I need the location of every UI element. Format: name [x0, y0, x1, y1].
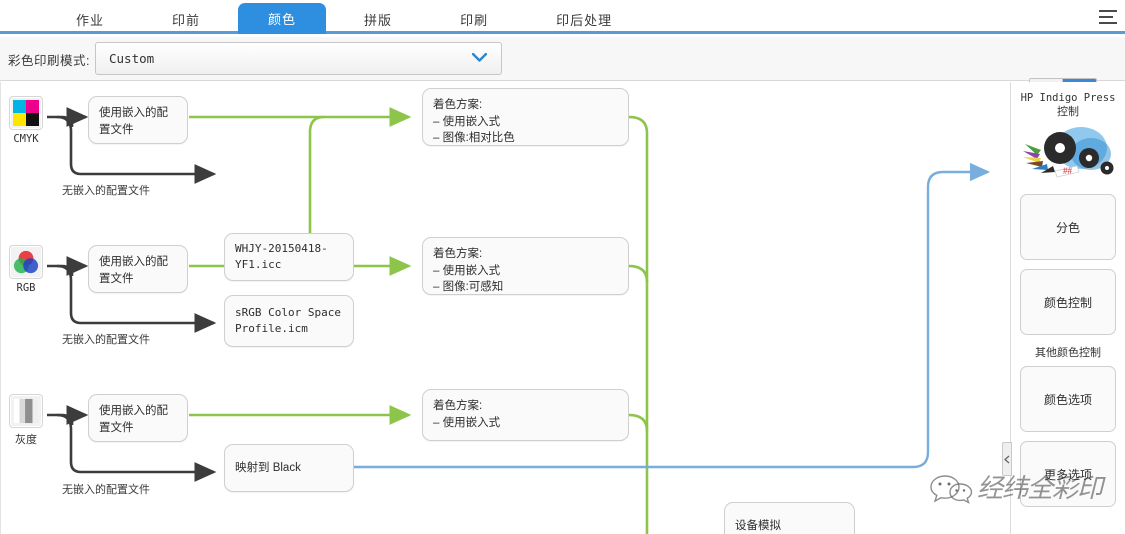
tab-print[interactable]: 印刷	[460, 12, 489, 28]
tab-prepress[interactable]: 印前	[172, 12, 201, 28]
sidebar-button-label: 分色	[1055, 220, 1080, 235]
tab-strip: 作业 印前 颜色 拼版 印刷 印后处理	[0, 0, 650, 34]
cmyk-swatch-icon	[9, 96, 43, 130]
intent-item: – 图像:可感知	[433, 281, 504, 294]
intent-item: – 图像:相对比色	[433, 132, 515, 145]
chevron-down-icon	[472, 53, 487, 62]
intent-item: – 使用嵌入式	[433, 416, 501, 429]
sidebar-title: HP Indigo Press 控制	[1019, 91, 1117, 120]
node-text: 映射到 Black	[235, 461, 301, 474]
node-rgb-profile-file[interactable]: sRGB Color Space Profile.icm	[224, 295, 354, 347]
node-grayscale-embedded-profile[interactable]: 使用嵌入的配置文件	[88, 394, 188, 442]
svg-text:##: ##	[1063, 166, 1073, 176]
branch-caption-rgb: 无嵌入的配置文件	[62, 334, 150, 346]
node-device-simulation[interactable]: 设备模拟	[724, 502, 855, 534]
sidebar-button-color-options[interactable]: 颜色选项	[1020, 366, 1116, 433]
node-text: 使用嵌入的配置文件	[99, 107, 168, 136]
node-text: 使用嵌入的配置文件	[99, 405, 168, 434]
source-group-grayscale: 灰度	[4, 394, 48, 447]
source-label-grayscale: 灰度	[15, 434, 37, 446]
intent-title: 着色方案:	[433, 248, 483, 260]
color-mode-label: 彩色印刷模式:	[8, 54, 90, 68]
canvas-left-rule	[0, 82, 1, 534]
source-group-cmyk: CMYK	[4, 96, 48, 145]
grayscale-bar-icon	[9, 394, 43, 428]
branch-caption-cmyk: 无嵌入的配置文件	[62, 185, 150, 197]
sidebar-button-more-options[interactable]: 更多选项	[1020, 441, 1116, 508]
sidebar-button-label: 颜色控制	[1043, 295, 1092, 310]
node-rgb-rendering-intent[interactable]: 着色方案: – 使用嵌入式 – 图像:可感知	[422, 237, 629, 295]
hamburger-menu-icon[interactable]	[1099, 8, 1119, 26]
node-text: 设备模拟	[735, 519, 781, 532]
source-group-rgb: RGB	[4, 245, 48, 294]
printing-press-icon: ##	[1019, 124, 1118, 188]
sidebar-button-label: 更多选项	[1043, 467, 1092, 482]
color-mode-value: Custom	[109, 51, 155, 66]
source-label-cmyk: CMYK	[13, 133, 39, 145]
sidebar-button-label: 颜色选项	[1043, 392, 1092, 407]
tab-jobs[interactable]: 作业	[76, 12, 105, 28]
main-tab-bar: 作业 印前 颜色 拼版 印刷 印后处理	[0, 0, 1125, 34]
sidebar-button-separations[interactable]: 分色	[1020, 194, 1116, 261]
sidebar-section-label: 其他颜色控制	[1035, 347, 1101, 360]
rgb-circles-icon	[9, 245, 43, 279]
color-mode-select[interactable]: Custom	[95, 42, 502, 75]
flow-connector-wires	[47, 107, 991, 534]
node-rgb-embedded-profile[interactable]: 使用嵌入的配置文件	[88, 245, 188, 293]
color-mode-bar: 彩色印刷模式: Custom	[0, 37, 1125, 113]
node-cmyk-profile-file[interactable]: WHJY-20150418-YF1.icc	[224, 233, 354, 281]
sidebar-button-color-control[interactable]: 颜色控制	[1020, 269, 1116, 336]
collapse-left-icon[interactable]	[1002, 442, 1012, 476]
node-cmyk-rendering-intent[interactable]: 着色方案: – 使用嵌入式 – 图像:相对比色	[422, 88, 629, 146]
intent-item: – 使用嵌入式	[433, 264, 501, 277]
node-text: 使用嵌入的配置文件	[99, 256, 168, 285]
intent-title: 着色方案:	[433, 99, 483, 111]
sidebar-title-line2: 控制	[1057, 106, 1079, 119]
intent-title: 着色方案:	[433, 400, 483, 412]
press-control-sidebar: HP Indigo Press 控制 ##	[1002, 82, 1125, 534]
tab-postpress[interactable]: 印后处理	[556, 12, 613, 28]
tab-color[interactable]: 颜色	[238, 3, 327, 34]
color-flow-canvas: CMYK 使用嵌入的配置文件 无嵌入的配置文件 WHJY-20150418-YF…	[0, 82, 1010, 534]
node-cmyk-embedded-profile[interactable]: 使用嵌入的配置文件	[88, 96, 188, 144]
tab-imposition[interactable]: 拼版	[364, 12, 393, 28]
source-label-rgb: RGB	[16, 282, 36, 294]
node-text: WHJY-20150418-YF1.icc	[235, 242, 328, 271]
node-grayscale-map-to-black[interactable]: 映射到 Black	[224, 444, 354, 492]
intent-item: – 使用嵌入式	[433, 115, 501, 128]
sidebar-title-line1: HP Indigo Press	[1020, 92, 1116, 104]
branch-caption-grayscale: 无嵌入的配置文件	[62, 484, 150, 496]
node-text: sRGB Color Space Profile.icm	[235, 306, 341, 335]
node-grayscale-rendering-intent[interactable]: 着色方案: – 使用嵌入式	[422, 389, 629, 441]
